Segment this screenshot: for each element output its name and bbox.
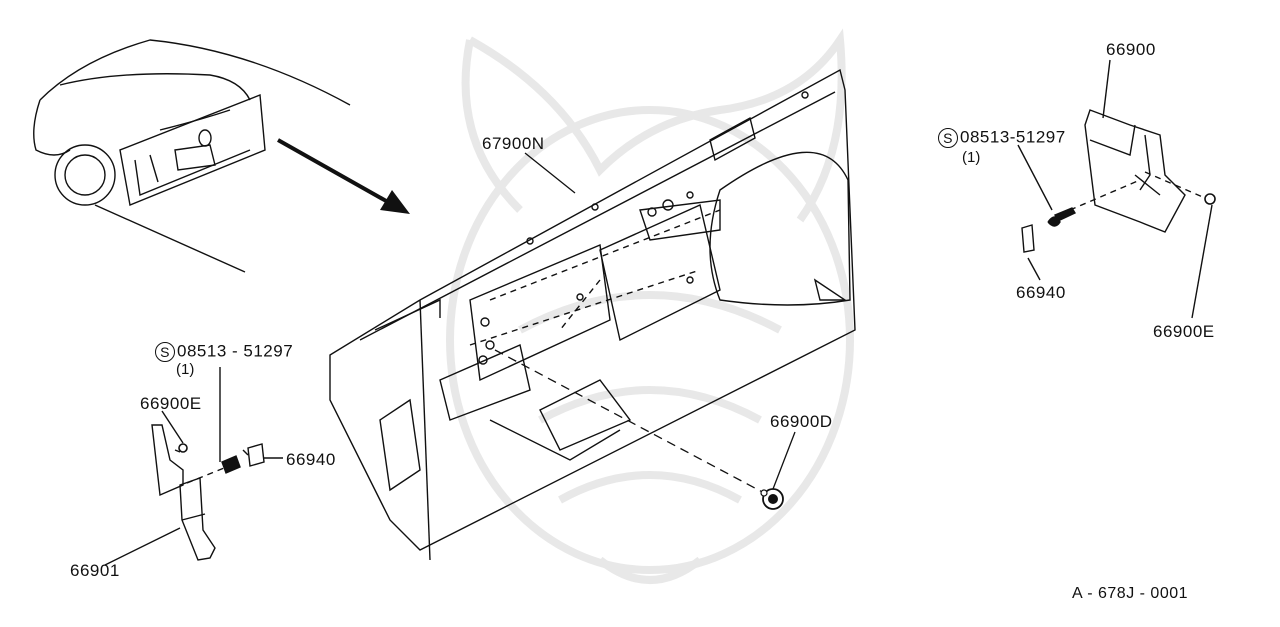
figure-code: A - 678J - 0001 bbox=[1072, 585, 1189, 602]
label-67900N: 67900N bbox=[482, 134, 545, 153]
left-bracket-drawing bbox=[104, 367, 283, 566]
label-66901: 66901 bbox=[70, 561, 120, 580]
label-66900E-left: 66900E bbox=[140, 394, 202, 413]
right-bracket-drawing bbox=[1017, 59, 1216, 319]
standard-part-symbol: S bbox=[155, 341, 175, 362]
vehicle-locator-illustration bbox=[33, 39, 351, 273]
grommet-part-drawing bbox=[494, 349, 796, 510]
label-66900E-right: 66900E bbox=[1153, 322, 1215, 341]
left-bolt-code-text: 08513 - 51297 bbox=[177, 341, 294, 361]
watermark-emblem bbox=[446, 28, 854, 584]
label-left-bolt-qty: (1) bbox=[176, 361, 195, 378]
direction-arrow bbox=[277, 138, 410, 214]
label-right-bolt-qty: (1) bbox=[962, 149, 981, 166]
label-66900D: 66900D bbox=[770, 412, 833, 431]
standard-part-symbol: S bbox=[938, 127, 958, 148]
label-66940-left: 66940 bbox=[286, 450, 336, 469]
label-66900: 66900 bbox=[1106, 40, 1156, 59]
dash-insulator-panel-drawing bbox=[329, 68, 856, 561]
right-bolt-code-text: 08513-51297 bbox=[960, 127, 1066, 147]
panel-leader-line bbox=[524, 152, 576, 194]
label-66940-right: 66940 bbox=[1016, 283, 1066, 302]
